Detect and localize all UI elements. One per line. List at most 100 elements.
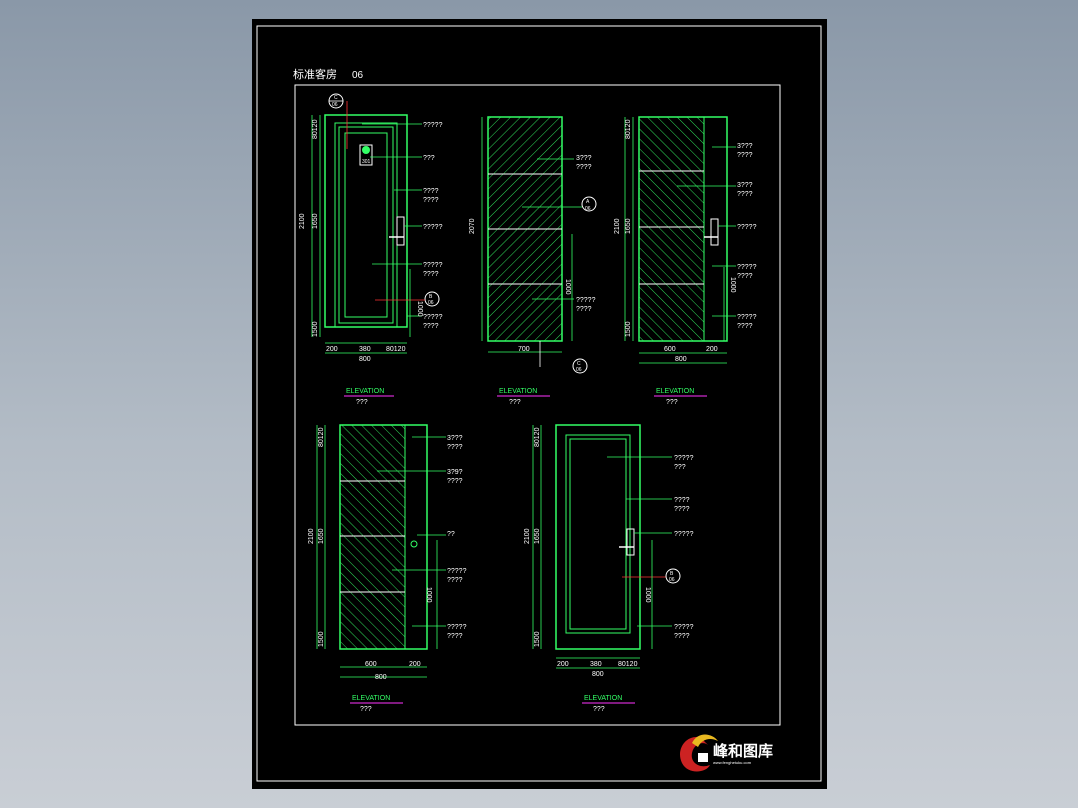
note-3d2: ????: [737, 273, 753, 280]
door-sign: [359, 144, 373, 166]
note-5a1: ?????: [674, 455, 694, 462]
dim-w-380-5: 380: [590, 661, 602, 668]
note-4d2: ????: [447, 577, 463, 584]
logo-swirl-icon: [680, 736, 710, 772]
dim-1000b: 1000: [564, 279, 571, 295]
hatched-panel: [638, 116, 705, 342]
detail-marker-5-sheet: 06: [669, 577, 675, 583]
section-marker-a-sheet: 06: [585, 206, 591, 212]
door-panel-outer: [338, 126, 394, 324]
note-3d1: ?????: [737, 264, 757, 271]
logo-box: [698, 753, 708, 762]
note-3a1: 3???: [737, 143, 753, 150]
elevation-5: ????? ??? ???? ???? ????? B 06 ????? ???…: [524, 424, 694, 713]
dim-top: 80120: [312, 119, 319, 139]
note-6b: ????: [423, 323, 439, 330]
note-3a2: ????: [737, 152, 753, 159]
sheet-code: 06: [352, 70, 364, 81]
note-6a: ?????: [423, 314, 443, 321]
dim-top-5: 80120: [534, 427, 541, 447]
detail-marker-sheet: 06: [428, 300, 434, 306]
door-frame-5: [555, 424, 641, 650]
detail-marker-5: [665, 568, 681, 584]
dim-2100-5: 2100: [524, 528, 531, 544]
door-handle: [396, 216, 405, 246]
note-5b1: ????: [674, 497, 690, 504]
note-3a: ????: [423, 188, 439, 195]
detail-marker: [424, 291, 440, 307]
note-4b1: 3?9?: [447, 469, 463, 476]
note-5a: ?????: [423, 262, 443, 269]
dim-2070: 2070: [469, 218, 476, 234]
note-4a2: ????: [447, 444, 463, 451]
caption-sub-4: ???: [360, 706, 372, 713]
door-panel-5: [569, 438, 627, 630]
note-3b2: ????: [737, 191, 753, 198]
dim-2100-4: 2100: [308, 528, 315, 544]
caption-label-2: ELEVATION: [499, 388, 537, 395]
dim-200-4: 200: [409, 661, 421, 668]
caption-label: ELEVATION: [346, 388, 384, 395]
dim-bottom: 1500: [312, 321, 319, 337]
dim-1000-3: 1000: [729, 277, 736, 293]
dim-w-right: 80120: [386, 346, 406, 353]
note-4a1: 3???: [447, 435, 463, 442]
note-5d2: ????: [674, 633, 690, 640]
note-3b: ????: [423, 197, 439, 204]
note-3e1: ?????: [737, 314, 757, 321]
detail-marker-label: B: [429, 294, 433, 300]
note-4c: ??: [447, 531, 455, 538]
outer-frame: [256, 25, 822, 782]
note-5c: ?????: [674, 531, 694, 538]
drawing-sheet: 标准客房 06 301 C 06 B 06 ????? ??? ???? ???…: [252, 19, 827, 789]
dim-bottom-5: 1500: [534, 631, 541, 647]
dim-2100-3: 2100: [614, 218, 621, 234]
dim-2100: 2100: [299, 213, 306, 229]
dim-top-4: 80120: [318, 427, 325, 447]
note-4e2: ????: [447, 633, 463, 640]
section-marker-label: C: [334, 95, 338, 101]
dim-w-380: 380: [359, 346, 371, 353]
note-1: ?????: [423, 122, 443, 129]
section-marker-c: [572, 358, 588, 374]
elevation-1: 301 C 06 B 06 ????? ??? ???? ???? ????? …: [299, 93, 443, 406]
watermark-logo: 峰和图库 www.fenghetuku.com: [680, 734, 773, 772]
dim-700: 700: [518, 346, 530, 353]
caption-sub-3: ???: [666, 399, 678, 406]
note-5a2: ???: [674, 464, 686, 471]
dim-800-4: 800: [375, 674, 387, 681]
section-marker-sheet: 06: [332, 102, 338, 108]
note-2: ???: [423, 155, 435, 162]
dim-800-3: 800: [675, 356, 687, 363]
dim-1650: 1650: [312, 213, 319, 229]
dim-800: 800: [359, 356, 371, 363]
door-stop: [410, 540, 418, 548]
dim-1000: 1000: [416, 301, 423, 317]
door-handle-3: [710, 218, 719, 246]
section-marker-c-sheet: 06: [576, 367, 582, 373]
caption-sub-2: ???: [509, 399, 521, 406]
dim-1650-3: 1650: [625, 218, 632, 234]
door-panel-inner: [344, 132, 388, 318]
dim-1000-5: 1000: [644, 587, 651, 603]
caption-sub-5: ???: [593, 706, 605, 713]
note-c2: ????: [576, 306, 592, 313]
dim-bottom-3: 1500: [625, 321, 632, 337]
dim-bottom-4: 1500: [318, 631, 325, 647]
watermark-text: 峰和图库: [713, 742, 773, 760]
note-5d1: ?????: [674, 624, 694, 631]
caption-sub: ???: [356, 399, 368, 406]
dim-w-left: 200: [326, 346, 338, 353]
detail-marker-5-label: B: [670, 571, 674, 577]
note-a1: 3???: [576, 155, 592, 162]
caption-label-4: ELEVATION: [352, 695, 390, 702]
dim-600-3: 600: [664, 346, 676, 353]
elevation-3: 3??? ???? 3??? ???? ????? ????? ???? ???…: [614, 116, 757, 406]
elevation-4: 3??? ???? 3?9? ???? ?? ????? ???? ????? …: [308, 424, 467, 713]
dim-200-3: 200: [706, 346, 718, 353]
inner-frame: [294, 84, 781, 726]
note-5b2: ????: [674, 506, 690, 513]
hatched-panel-4: [339, 424, 406, 650]
watermark-url: www.fenghetuku.com: [713, 760, 752, 765]
logo-flame-icon: [692, 734, 718, 747]
